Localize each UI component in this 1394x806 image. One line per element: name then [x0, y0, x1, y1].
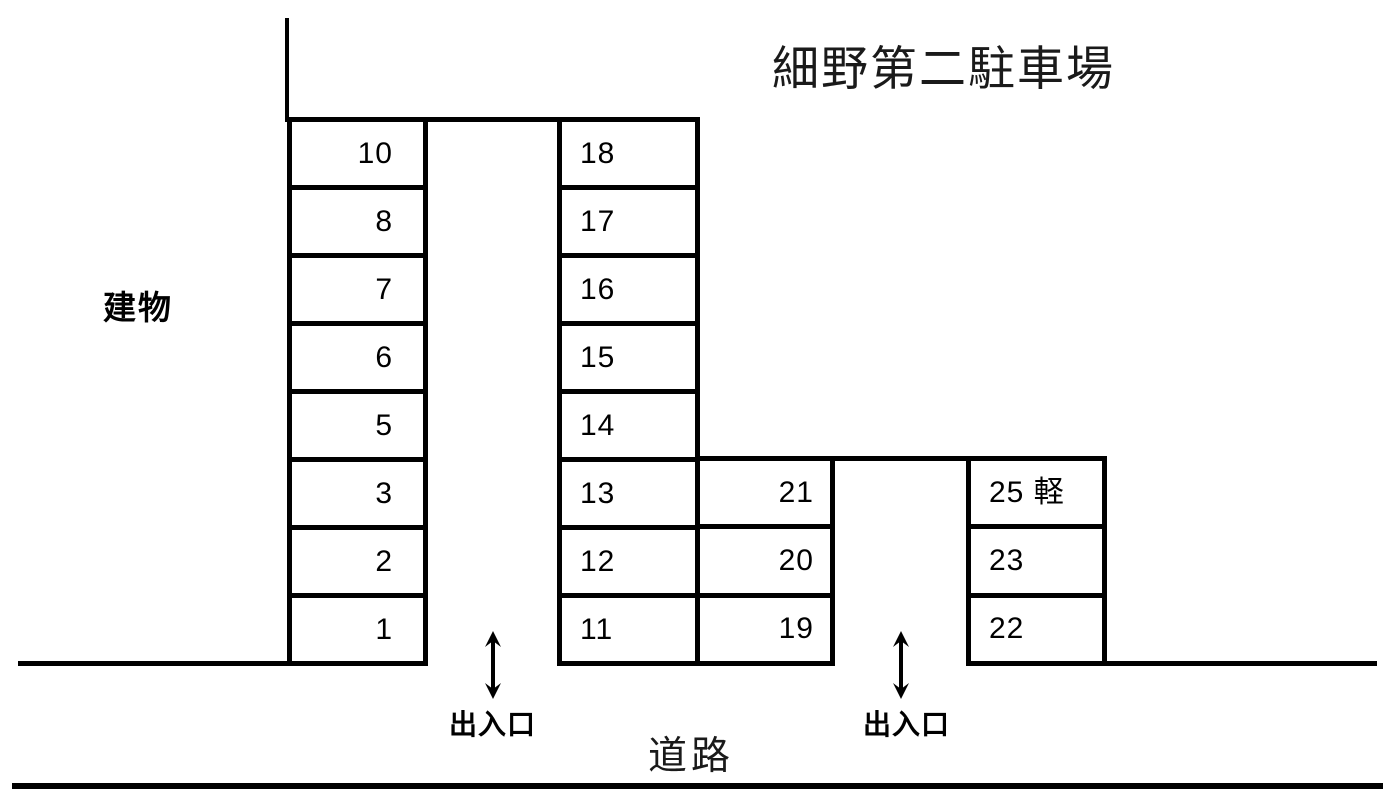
building-label: 建物	[103, 289, 173, 326]
space-number: 10	[357, 136, 393, 170]
space-number: 11	[580, 612, 614, 646]
space-number: 25 軽	[989, 475, 1065, 509]
space-number: 23	[989, 543, 1025, 577]
parking-space-3: 3	[292, 462, 423, 525]
space-number: 6	[375, 340, 393, 374]
street-edge-line-right	[1102, 661, 1377, 666]
space-number: 7	[375, 272, 393, 306]
parking-space-10: 10	[292, 122, 423, 185]
parking-space-25: 25 軽	[971, 461, 1102, 525]
parking-column-center-south: 21 20 19	[695, 456, 835, 666]
parking-space-13: 13	[562, 462, 695, 525]
parking-space-23: 23	[971, 529, 1102, 593]
street-edge-line-left	[18, 661, 287, 666]
parking-space-12: 12	[562, 530, 695, 593]
space-number: 17	[580, 204, 616, 238]
entrance-arrow-icon	[893, 631, 909, 699]
space-number: 1	[375, 612, 393, 646]
building-wall-line	[285, 18, 289, 122]
space-number: 20	[778, 543, 814, 577]
space-number: 18	[580, 136, 616, 170]
space-number: 15	[580, 340, 616, 374]
parking-space-19: 19	[700, 597, 830, 661]
parking-space-8: 8	[292, 190, 423, 253]
space-number: 8	[375, 204, 393, 238]
parking-space-22: 22	[971, 597, 1102, 661]
parking-space-1: 1	[292, 598, 423, 661]
space-number: 22	[989, 612, 1025, 646]
parking-space-16: 16	[562, 258, 695, 321]
entrance-label: 出入口	[449, 709, 537, 740]
entrance-arrow-icon	[485, 631, 501, 699]
north-boundary-line	[285, 117, 700, 122]
east-boundary-line	[695, 456, 1107, 461]
parking-space-5: 5	[292, 394, 423, 457]
page-title: 細野第二駐車場	[772, 42, 1115, 95]
parking-space-20: 20	[700, 529, 830, 593]
parking-space-6: 6	[292, 326, 423, 389]
space-number: 2	[375, 544, 393, 578]
parking-space-21: 21	[700, 461, 830, 525]
parking-space-14: 14	[562, 394, 695, 457]
parking-column-west: 10 8 7 6 5 3 2 1	[287, 117, 428, 666]
space-number: 5	[375, 408, 393, 442]
parking-space-17: 17	[562, 190, 695, 253]
space-number: 13	[580, 476, 616, 510]
parking-space-15: 15	[562, 326, 695, 389]
road-label: 道路	[648, 735, 735, 778]
parking-space-18: 18	[562, 122, 695, 185]
road-bottom-line	[12, 783, 1383, 789]
space-number: 16	[580, 272, 616, 306]
parking-space-11: 11	[562, 598, 695, 661]
parking-space-2: 2	[292, 530, 423, 593]
entrance-label: 出入口	[863, 709, 951, 740]
space-number: 19	[778, 612, 814, 646]
parking-space-7: 7	[292, 258, 423, 321]
space-number: 3	[375, 476, 393, 510]
space-number: 14	[580, 408, 616, 442]
parking-column-east: 25 軽 23 22	[966, 456, 1107, 666]
space-number: 12	[580, 544, 616, 578]
parking-column-center-north: 18 17 16 15 14 13 12 11	[557, 117, 700, 666]
space-number: 21	[778, 475, 814, 509]
